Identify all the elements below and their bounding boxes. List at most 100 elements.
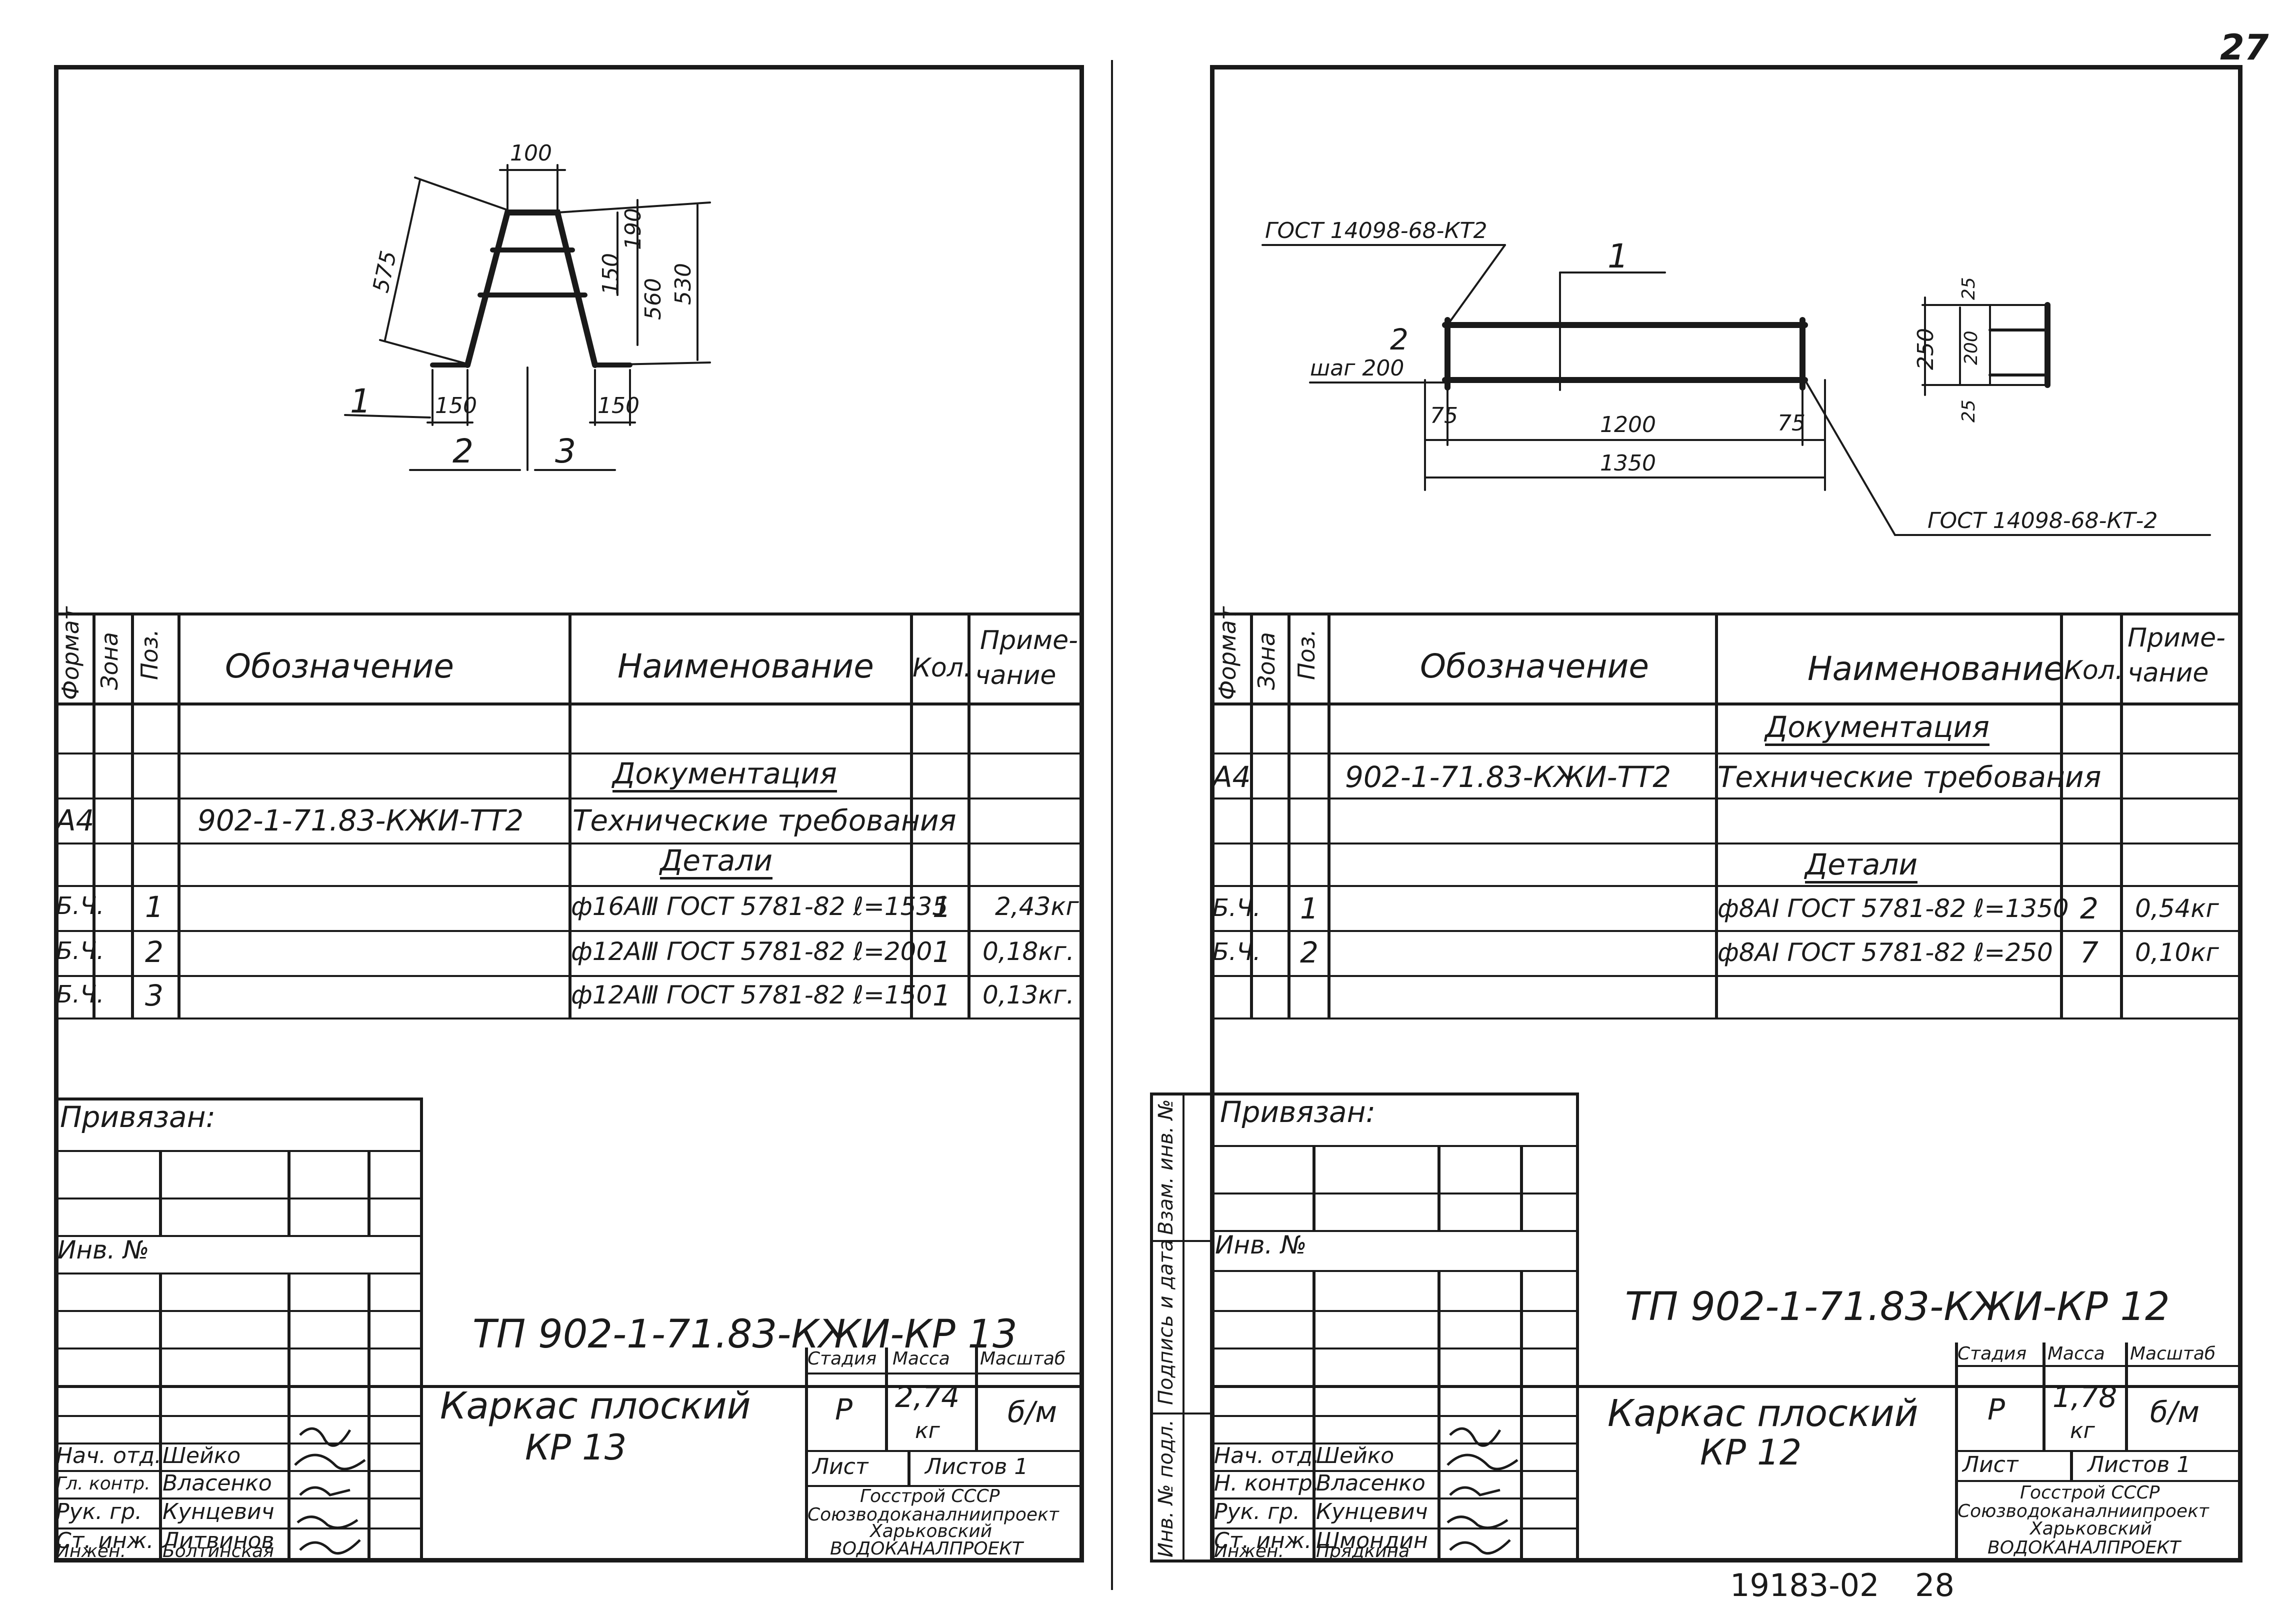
left-inv: Инв. № [58, 1236, 150, 1264]
right-name-1: Шейко [1316, 1443, 1394, 1468]
left-mass-h: Масса [892, 1348, 950, 1369]
left-hdr-designation: Обозначение [225, 647, 454, 686]
right-scale-h: Масштаб [2130, 1344, 2216, 1364]
rod-outline [464, 210, 598, 368]
right-scale: б/м [2150, 1395, 2200, 1429]
left-dim-foot-r: 150 [598, 393, 640, 418]
left-title-2: КР 13 [525, 1427, 627, 1468]
left-sheet-h: Лист [812, 1454, 868, 1480]
left-title-1: Каркас плоский [440, 1384, 751, 1428]
qty-cell: 7 [2080, 936, 2098, 970]
left-doc-name: Технические требования [572, 804, 956, 838]
right-doc-designation: 902-1-71.83-КЖИ-ТТ2 [1345, 760, 1672, 794]
left-sheet [54, 65, 1084, 1562]
right-sheets-h: Листов 1 [2088, 1452, 2191, 1478]
left-stage-h: Стадия [808, 1348, 877, 1369]
note-cell: 0,13кг. [982, 980, 1074, 1010]
left-hdr-note-1: Приме- [980, 626, 1078, 656]
left-hdr-qty: Кол. [912, 653, 972, 683]
right-mass-2: кг [2070, 1418, 2095, 1444]
format-cell: Б.Ч. [1212, 894, 1261, 922]
left-pos-1: 1 [350, 382, 371, 420]
left-org-4: ВОДОКАНАЛПРОЕКТ [830, 1538, 1023, 1559]
right-hdr-note-2: чание [2128, 658, 2209, 688]
right-name-2: Власенко [1316, 1470, 1426, 1496]
right-dim-1350: 1350 [1600, 450, 1656, 476]
left-scale-h: Масштаб [980, 1348, 1066, 1369]
name-cell: ф12АⅢ ГОСТ 5781-82 ℓ=150 [571, 980, 932, 1010]
pos-cell: 1 [1300, 892, 1318, 926]
left-dim-foot-l: 150 [435, 393, 477, 418]
left-org-2: Союзводоканалниипроект [808, 1504, 1059, 1525]
pos-cell: 1 [145, 890, 164, 924]
left-name-3: Кунцевич [162, 1499, 274, 1524]
footer-code: 19183-02 [1730, 1567, 1880, 1604]
right-dim-75a: 75 [1430, 403, 1458, 428]
right-hdr-note-1: Приме- [2128, 623, 2226, 653]
right-bound: Привязан: [1220, 1095, 1376, 1129]
right-org-1: Госстрой СССР [2020, 1482, 2160, 1503]
left-sheets-h: Листов 1 [925, 1454, 1028, 1480]
right-role-5: Инжен. [1214, 1541, 1284, 1562]
left-stage: Р [835, 1392, 852, 1426]
format-cell: Б.Ч. [56, 892, 104, 920]
left-role-1: Нач. отд. [56, 1443, 162, 1468]
note-cell: 0,18кг. [982, 937, 1074, 966]
note-cell: 2,43кг [995, 892, 1079, 921]
name-cell: ф12АⅢ ГОСТ 5781-82 ℓ=200 [571, 937, 932, 966]
fold-line [1111, 60, 1113, 1590]
left-hdr-note-2: чание [975, 660, 1056, 690]
right-section-parts: Детали [1805, 850, 1918, 884]
format-cell: Б.Ч. [1212, 938, 1261, 966]
note-cell: 0,10кг [2135, 938, 2219, 967]
right-hdr-qty: Кол. [2064, 656, 2124, 686]
pos-cell: 3 [145, 978, 164, 1012]
right-mass-h: Масса [2048, 1344, 2105, 1364]
format-cell: Б.Ч. [56, 980, 104, 1008]
left-bound: Привязан: [60, 1100, 216, 1134]
right-sheet [1210, 65, 2242, 1562]
right-role-2: Н. контр. [1214, 1470, 1320, 1496]
left-mass-2: кг [915, 1418, 940, 1444]
pos-cell: 2 [145, 935, 164, 969]
right-section-docs: Документация [1765, 712, 1990, 746]
left-role-5: Инжен. [56, 1541, 126, 1562]
qty-cell: 1 [932, 978, 951, 1012]
footer-page: 28 [1915, 1567, 1954, 1604]
right-gost-bottom: ГОСТ 14098-68-КТ-2 [1928, 508, 2158, 534]
right-title-2: КР 12 [1700, 1432, 1802, 1473]
left-name-2: Власенко [162, 1470, 272, 1496]
left-hdr-name: Наименование [618, 647, 874, 686]
right-role-4: Ст. инж. [1214, 1528, 1312, 1554]
right-stage: Р [1988, 1392, 2005, 1426]
right-org-4: ВОДОКАНАЛПРОЕКТ [1988, 1538, 2180, 1558]
right-sheet-h: Лист [1962, 1452, 2018, 1478]
right-inv: Инв. № [1215, 1230, 1307, 1260]
right-hdr-name: Наименование [1808, 650, 2064, 688]
left-role-4: Ст. инж. [56, 1528, 154, 1554]
right-doc-name: Технические требования [1718, 760, 2102, 794]
right-dim-75b: 75 [1778, 410, 1806, 436]
right-name-3: Кунцевич [1316, 1499, 1428, 1524]
left-dim-top: 100 [510, 140, 552, 166]
right-role-1: Нач. отд. [1214, 1443, 1320, 1468]
right-hdr-designation: Обозначение [1420, 647, 1649, 686]
left-name-5: Болтинская [162, 1541, 274, 1562]
note-cell: 0,54кг [2135, 894, 2219, 923]
right-code: ТП 902-1-71.83-КЖИ-КР 12 [1625, 1284, 2170, 1330]
left-section-docs: Документация [612, 759, 837, 792]
page-number: 27 [2220, 27, 2269, 68]
left-mass-1: 2,74 [895, 1380, 960, 1414]
left-role-3: Рук. гр. [56, 1499, 142, 1524]
left-doc-format: А4 [56, 804, 94, 838]
left-pos-3: 3 [555, 432, 576, 470]
right-name-4: Шмондин [1316, 1528, 1428, 1554]
name-cell: ф8АI ГОСТ 5781-82 ℓ=1350 [1718, 894, 2069, 923]
qty-cell: 1 [932, 890, 951, 924]
right-stage-h: Стадия [1958, 1344, 2027, 1364]
right-gost-top: ГОСТ 14098-68-КТ2 [1265, 218, 1488, 244]
